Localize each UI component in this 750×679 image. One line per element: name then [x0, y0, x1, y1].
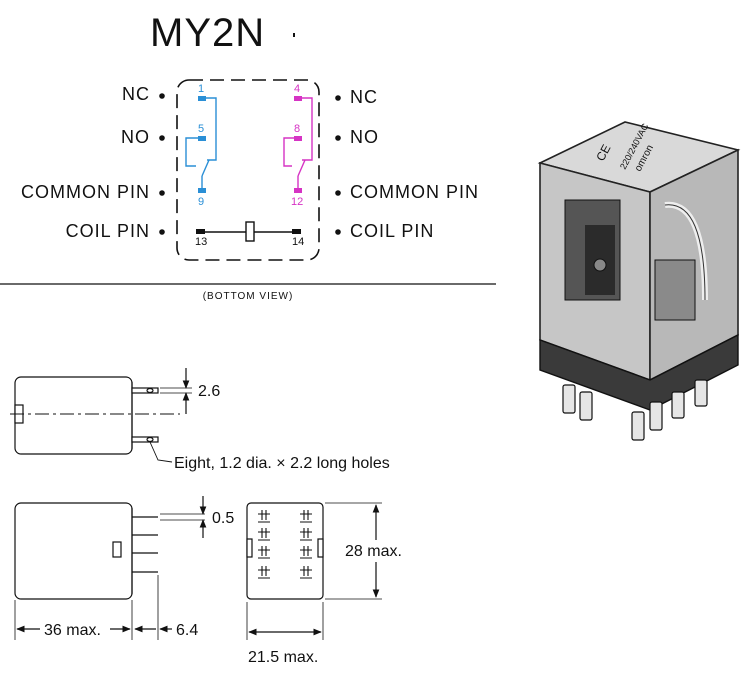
left-label-coil: COIL PIN	[66, 221, 150, 241]
left-dot-nc	[159, 93, 165, 99]
pin-number-1: 1	[198, 83, 204, 95]
dim-height: 28 max.	[345, 543, 402, 560]
dim-width: 21.5 max.	[248, 649, 318, 666]
relay-outline	[176, 79, 320, 261]
left-dot-no	[159, 135, 165, 141]
right-contact-set	[283, 96, 313, 193]
bottom-view-drawing	[246, 502, 382, 640]
photo-ce-mark: CE	[593, 142, 613, 163]
holes-note: Eight, 1.2 dia. × 2.2 long holes	[174, 455, 390, 472]
dim-pin-thickness: 0.5	[212, 510, 234, 527]
right-label-no: NO	[350, 127, 379, 147]
right-label-nc: NC	[350, 87, 378, 107]
left-label-no: NO	[121, 127, 150, 147]
right-label-coil: COIL PIN	[350, 221, 434, 241]
pin-number-5: 5	[198, 123, 204, 135]
relay-photo: omron 220/240VAC CE	[537, 121, 741, 441]
pin-number-13: 13	[195, 236, 207, 248]
pin-number-12: 12	[291, 196, 303, 208]
pin-schematic: NC NO COMMON PIN COIL PIN NC NO COMMON P…	[0, 79, 496, 302]
coil	[196, 221, 301, 242]
pin-number-4: 4	[294, 83, 300, 95]
left-dot-coil	[159, 229, 165, 235]
right-dot-no	[335, 135, 341, 141]
title-dot	[293, 33, 295, 37]
side-view-top	[10, 368, 192, 463]
right-dot-common	[335, 190, 341, 196]
dim-length: 36 max.	[44, 622, 101, 639]
pin-number-9: 9	[198, 196, 204, 208]
right-label-common: COMMON PIN	[350, 182, 479, 202]
pin-number-8: 8	[294, 123, 300, 135]
left-label-common: COMMON PIN	[21, 182, 150, 202]
dim-pin-length: 6.4	[176, 622, 198, 639]
dim-pin-spacing: 2.6	[198, 383, 220, 400]
left-contact-set	[185, 96, 217, 193]
left-label-nc: NC	[122, 84, 150, 104]
right-dot-coil	[335, 229, 341, 235]
side-view-bottom	[14, 496, 207, 640]
pin-number-14: 14	[292, 236, 304, 248]
page-title: MY2N	[150, 11, 265, 55]
bottom-view-caption: (BOTTOM VIEW)	[203, 291, 294, 302]
left-dot-common	[159, 190, 165, 196]
right-dot-nc	[335, 95, 341, 101]
